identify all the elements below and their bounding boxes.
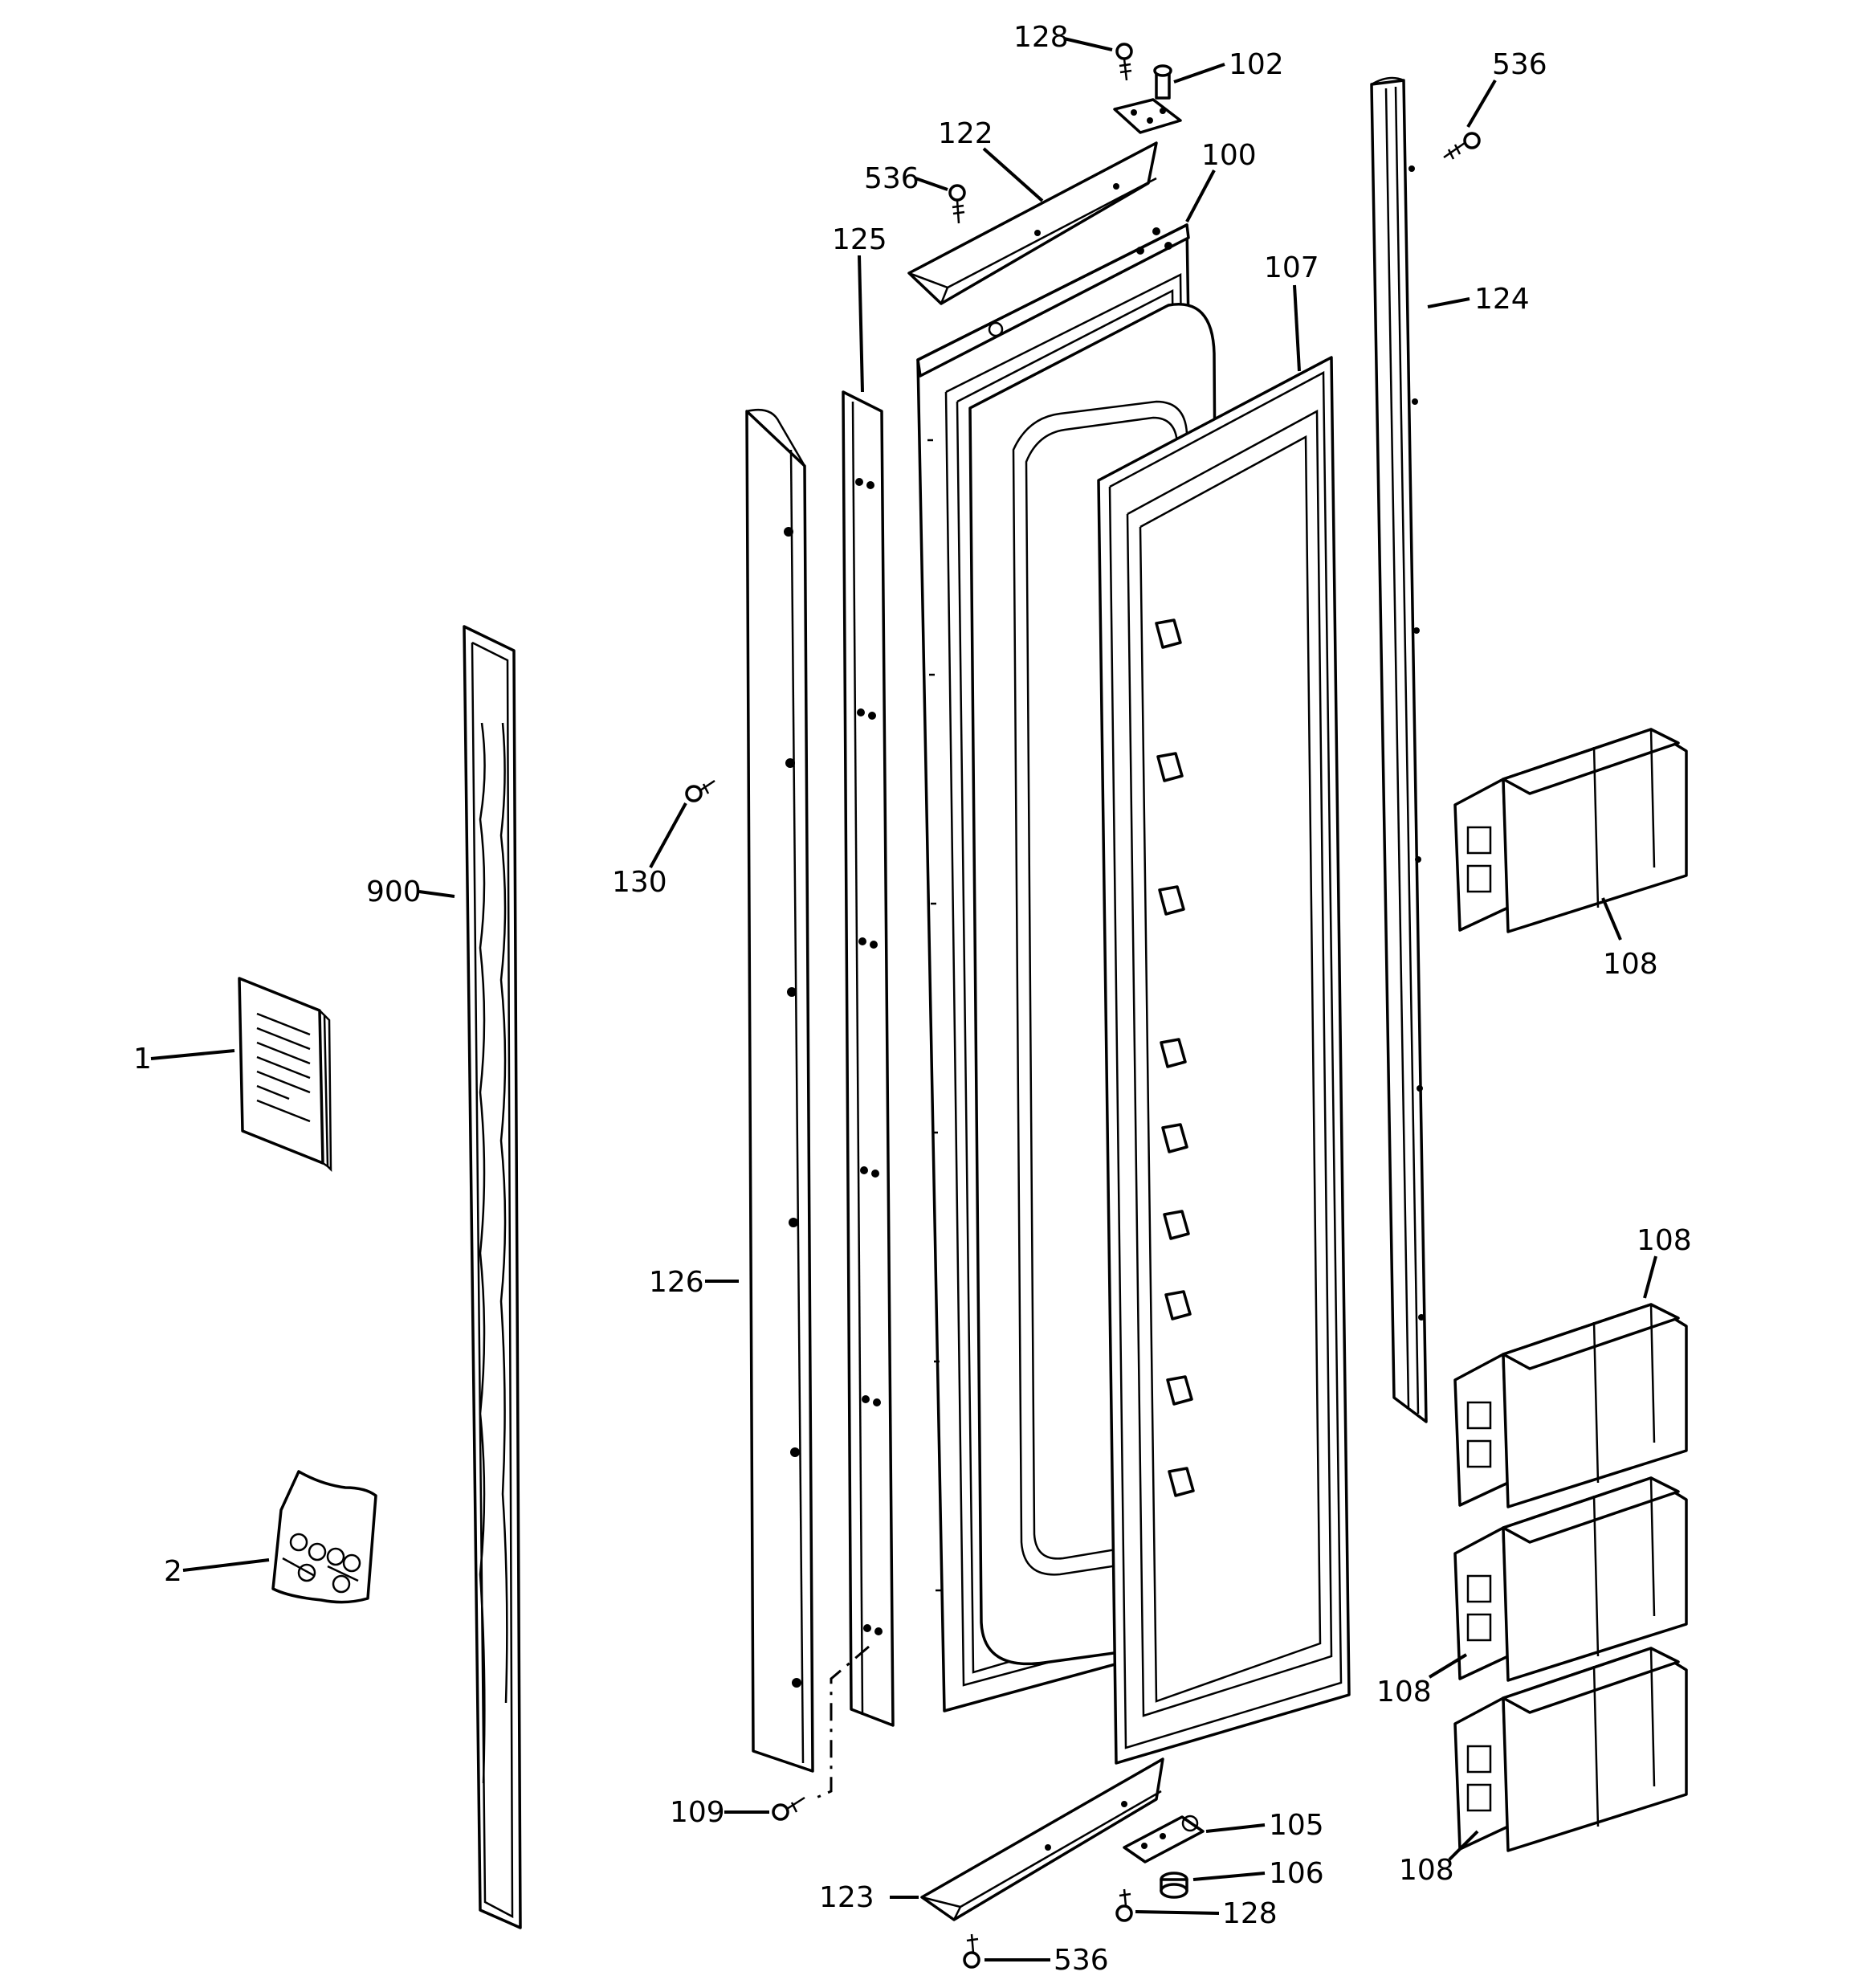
part-124-channel	[1370, 76, 1428, 1423]
callout-536-top-right: 536	[1492, 48, 1547, 81]
part-108-bin-2	[1453, 1303, 1688, 1508]
part-108-bin-4	[1453, 1647, 1688, 1852]
screw-130	[685, 779, 715, 802]
callout-107: 107	[1264, 251, 1319, 284]
callout-128-top: 128	[1013, 21, 1069, 54]
callout-1: 1	[133, 1043, 152, 1076]
screw-536-upper-left	[948, 184, 966, 224]
callout-536-bottom: 536	[1054, 1944, 1109, 1977]
callout-536-top-left: 536	[864, 162, 919, 195]
leader-lines	[150, 37, 1657, 1961]
gasket-clips	[1155, 618, 1195, 1497]
callout-106: 106	[1269, 1857, 1324, 1890]
part-1-manual	[238, 977, 332, 1173]
callout-102: 102	[1229, 48, 1284, 81]
screw-128-bottom	[1115, 1888, 1133, 1922]
part-123-bottom-channel	[920, 1757, 1164, 1921]
callout-108-first: 108	[1603, 948, 1658, 981]
part-900-gasket	[463, 625, 522, 1929]
callout-109: 109	[670, 1796, 725, 1829]
callout-100: 100	[1201, 139, 1257, 172]
callout-900: 900	[366, 876, 422, 908]
part-125-strip	[812, 390, 895, 1801]
callout-108-fourth: 108	[1399, 1854, 1454, 1887]
screw-536-upper-right	[1443, 132, 1481, 160]
part-106-bushing	[1160, 1872, 1188, 1899]
callout-130: 130	[612, 866, 667, 899]
part-105-bottom-hinge	[1123, 1815, 1205, 1863]
callout-124: 124	[1474, 283, 1530, 316]
part-107-gasket-frame	[1097, 356, 1351, 1765]
screw-109	[772, 1796, 805, 1821]
callout-123: 123	[819, 1881, 874, 1914]
callout-122: 122	[938, 117, 993, 150]
part-108-bin-3	[1453, 1476, 1688, 1682]
part-2-hardware-bag	[271, 1470, 377, 1604]
part-122-top-channel	[907, 141, 1158, 305]
screw-536-bottom	[963, 1933, 980, 1969]
callout-126: 126	[649, 1266, 704, 1299]
callout-108-second: 108	[1637, 1224, 1692, 1257]
part-126-trim	[745, 408, 814, 1773]
callout-108-third: 108	[1376, 1676, 1432, 1708]
callout-labels: 128 102 536 122 536 100 125 107 124 130 …	[133, 21, 1692, 1977]
callout-128-bottom: 128	[1222, 1897, 1278, 1930]
part-108-bin-1	[1453, 728, 1688, 933]
part-102-top-hinge	[1113, 64, 1182, 134]
callout-2: 2	[164, 1555, 182, 1588]
callout-105: 105	[1269, 1809, 1324, 1842]
screw-128-top	[1115, 43, 1133, 81]
callout-125: 125	[832, 223, 887, 256]
